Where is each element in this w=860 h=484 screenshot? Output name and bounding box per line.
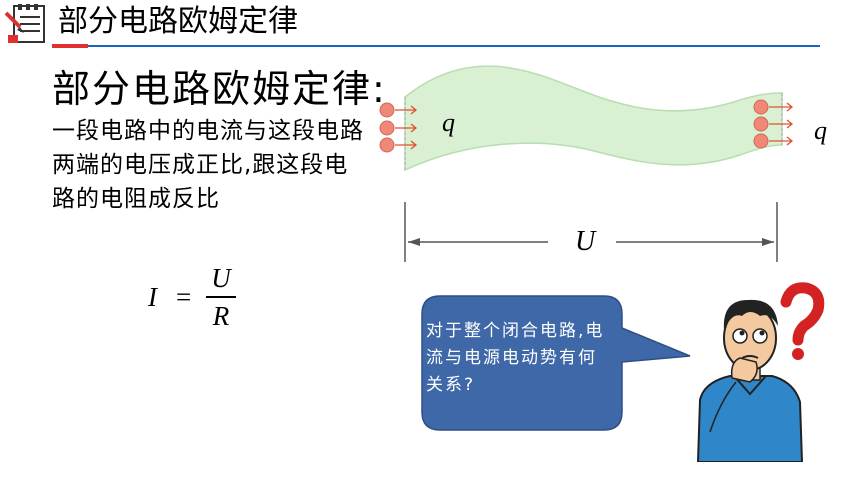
law-description: 一段电路中的电流与这段电路两端的电压成正比,跟这段电路的电阻成反比 [52,118,364,212]
law-title: 部分电路欧姆定律: [52,67,387,111]
fraction-bar [206,296,236,298]
voltage-label: U [575,226,596,257]
formula-equals: = [176,282,192,312]
notepad-icon [4,4,45,43]
formula-current: I [148,282,157,312]
charges-left [379,102,418,153]
charge-label-right: q [814,116,827,145]
formula-resistance: R [212,300,230,331]
page-title: 部分电路欧姆定律 [58,4,298,39]
title-underline-accent [52,44,88,48]
formula-voltage: U [211,263,231,293]
bubble-question: 对于整个闭合电路,电流与电源电动势有何关系? [426,321,605,395]
formula-fraction: U R [206,262,236,332]
voltage-span-arrow [408,238,774,246]
charge-label-left: q [442,108,455,137]
thinking-person-icon [696,282,825,462]
charges-right [753,99,794,149]
conductor-diagram [379,65,794,262]
title-underline [88,45,820,47]
